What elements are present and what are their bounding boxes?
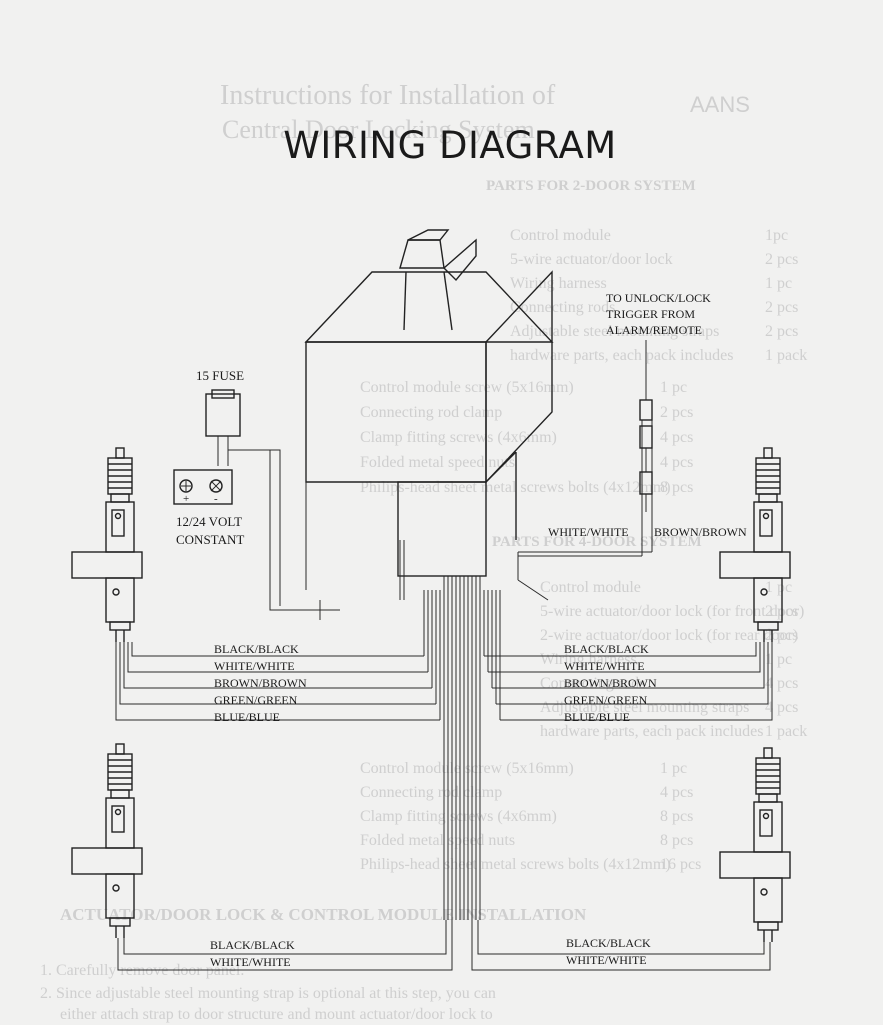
bg-qty: 4 pcs [660,454,693,471]
bg-item: Connecting rod clamp [360,404,502,421]
bg-qty: 1 pc [660,760,687,777]
bg-section-2-door: PARTS FOR 2-DOOR SYSTEM [486,178,696,194]
bg-qty: 1 pc [660,379,687,396]
plus-sign: + [183,493,189,505]
bg-qty: 1 pc [765,579,792,596]
bg-hardware-4-door: 1 pc Control module screw (5x16mm) 4 pcs Co… [360,760,701,873]
wire-label: WHITE/WHITE [566,953,647,967]
power-label: 12/24 VOLT [176,514,242,529]
bg-item: Clamp fitting screws (4x6mm) [360,429,557,446]
bg-qty: 4 pcs [765,675,798,692]
front-left-wires [115,590,441,721]
bg-parts-2-door: 1pc Control module 2 pcs 5-wire actuator/do… [510,227,807,364]
control-module [304,229,554,577]
bg-qty: 16 pcs [660,856,701,873]
bg-parts-4-door: 1 pc Control module 2 pcs 5-wire actuator/d… [540,579,807,740]
bg-item: Adjustable steel mounting straps [510,323,719,340]
wire-label: BLACK/BLACK [566,936,651,950]
bg-step-2: 2. Since adjustable steel mounting strap… [40,985,496,1002]
bg-item: 2-wire actuator/door lock (for rear door… [540,627,798,644]
wire-label: GREEN/GREEN [564,693,648,707]
power-label-2: CONSTANT [176,532,244,547]
bg-item: 5-wire actuator/door lock (for front doo… [540,603,804,620]
bg-qty: 2 pcs [660,404,693,421]
bg-qty: 1 pc [765,275,792,292]
wire-label: BLUE/BLUE [214,710,280,724]
rear-right-wires [471,920,771,971]
actuator-front-left [71,447,143,643]
bg-qty: 2 pcs [765,299,798,316]
bg-qty: 8 pcs [660,808,693,825]
rear-right-wire-labels: BLACK/BLACK WHITE/WHITE [566,936,651,967]
trigger-wire-brown: BROWN/BROWN [654,525,747,539]
main-harness [305,460,481,920]
wire-label: GREEN/GREEN [214,693,298,707]
bg-qty: 4 pcs [765,699,798,716]
front-right-wire-labels: BLACK/BLACK WHITE/WHITE BROWN/BROWN GREEN/G… [564,642,657,724]
bg-step-3: either attach strap to door structure an… [60,1006,493,1023]
actuator-rear-right [719,747,791,943]
bg-section-4-door: PARTS FOR 4-DOOR SYSTEM [492,534,702,550]
bg-item: Control module screw (5x16mm) [360,379,574,396]
bg-item: Wiring harness [510,275,607,292]
trigger-lead [517,340,653,601]
bg-item: hardware parts, each pack includes [540,723,763,740]
bg-item: hardware parts, each pack includes [510,347,733,364]
bg-qty: 2 pcs [765,323,798,340]
bg-item: 5-wire actuator/door lock [510,251,673,268]
bg-qty: 1pc [765,227,788,244]
bg-item: Adjustable steel mounting straps [540,699,749,716]
wire-label: WHITE/WHITE [210,955,291,969]
bg-item: Clamp fitting screws (4x6mm) [360,808,557,825]
bg-item: Connecting rod clamp [360,784,502,801]
bg-item: Folded metal speed nuts [360,454,515,471]
minus-sign: - [214,493,218,505]
bg-item: Control module [540,579,641,596]
wire-label: WHITE/WHITE [214,659,295,673]
bg-heading: Instructions for Installation of [220,80,556,111]
bg-heading-2: Central Door Locking System [222,115,535,144]
bg-item: Wiring harness [540,651,637,668]
wire-label: BROWN/BROWN [214,676,307,690]
wire-label: BLACK/BLACK [214,642,299,656]
wire-label: WHITE/WHITE [564,659,645,673]
bg-qty: 4 pcs [660,429,693,446]
trigger-label-2: TRIGGER FROM [606,307,695,321]
wire-label: BLUE/BLUE [564,710,630,724]
rear-left-wires [117,920,453,971]
bg-qty: 2 pcs [765,627,798,644]
bg-qty: 2 pcs [765,251,798,268]
front-right-wires [483,590,773,721]
wire-label: BLACK/BLACK [210,938,295,952]
fuse-holder [205,389,241,466]
front-left-wire-labels: BLACK/BLACK WHITE/WHITE BROWN/BROWN GREEN/G… [214,642,307,724]
bg-qty: 1 pack [765,723,807,740]
bg-item: Control module [510,227,611,244]
trigger-label-1: TO UNLOCK/LOCK [606,291,711,305]
page-title: WIRING DIAGRAM [283,124,616,167]
bg-item: Philips-head sheet metal screws bolts (4… [360,856,671,873]
bg-qty: 4 pcs [660,784,693,801]
bg-qty: 8 pcs [660,832,693,849]
bg-hardware-2-door: 1 pc Control module screw (5x16mm) 2 pcs Co… [360,379,693,496]
bg-qty: 8 pcs [660,479,693,496]
bg-item: Connecting rods [510,299,615,316]
bg-code: AANS [690,92,750,117]
trigger-label-3: ALARM/REMOTE [606,323,702,337]
wire-label: BLACK/BLACK [564,642,649,656]
rear-left-wire-labels: BLACK/BLACK WHITE/WHITE [210,938,295,969]
fuse-label: 15 FUSE [196,368,244,383]
power-terminal-block [173,469,233,505]
wire-label: BROWN/BROWN [564,676,657,690]
bg-qty: 1 pc [765,651,792,668]
trigger-wire-white: WHITE/WHITE [548,525,629,539]
background-bleed-text: Instructions for Installation of Central… [40,80,807,1023]
bg-item: Control module screw (5x16mm) [360,760,574,777]
bg-item: Folded metal speed nuts [360,832,515,849]
bg-section-install: ACTUATOR/DOOR LOCK & CONTROL MODULE INST… [60,905,587,924]
bg-qty: 1 pack [765,347,807,364]
